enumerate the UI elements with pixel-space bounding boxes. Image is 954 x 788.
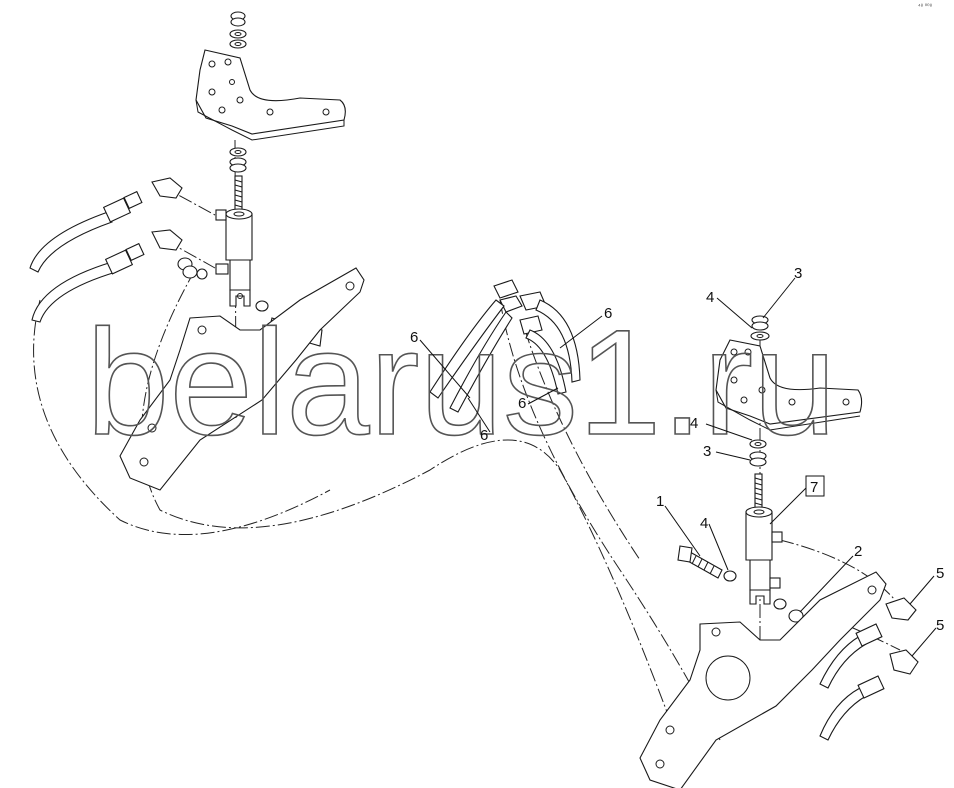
callout-7: 7: [810, 479, 818, 496]
callout-3-top: 3: [794, 265, 802, 282]
callout-5-lower: 5: [936, 617, 944, 634]
lower-bracket-right: [639, 571, 887, 788]
threaded-stud-right: [754, 473, 763, 511]
lower-bracket-left: [119, 267, 365, 491]
callout-4-lower: 4: [700, 515, 708, 532]
callout-7-box: [805, 475, 825, 497]
upper-bracket-right: [715, 339, 863, 431]
callout-labels: 1 2 3 3 4 4 4 5 5 6 6 6 6 7: [410, 265, 944, 634]
cylinder-left: [215, 208, 253, 307]
callout-leaders: [419, 277, 937, 657]
callout-5-upper: 5: [936, 565, 944, 582]
watermark-text: belarus1.ru: [86, 298, 836, 466]
lower-nut-stack-right: [749, 439, 767, 467]
hoses-right: [819, 597, 919, 741]
cylinder-right: [745, 506, 783, 605]
top-nut-stack-right: [750, 315, 770, 341]
left-assembly: [29, 11, 365, 491]
callout-6-right: 6: [604, 305, 612, 322]
top-nut-stack: [229, 11, 247, 49]
callout-1: 1: [656, 493, 664, 510]
callout-6-bottom: 6: [480, 427, 488, 444]
right-assembly: [639, 315, 919, 788]
upper-bracket-left: [195, 49, 346, 141]
side-fittings-right: [723, 570, 804, 623]
bolt-right: [677, 545, 723, 579]
hoses-left: [29, 177, 183, 323]
callout-4-mid: 4: [690, 415, 698, 432]
threaded-stud-left: [234, 175, 243, 213]
callout-2: 2: [854, 543, 862, 560]
lower-nut-stack-left: [229, 147, 247, 173]
callout-3-lower: 3: [703, 443, 711, 460]
side-fittings-left: [177, 257, 269, 312]
callout-4-top: 4: [706, 289, 714, 306]
callout-6-left: 6: [410, 329, 418, 346]
callout-6-center: 6: [518, 395, 526, 412]
corner-mark: ⁴⁸ ⁰⁰⁸: [918, 3, 933, 10]
